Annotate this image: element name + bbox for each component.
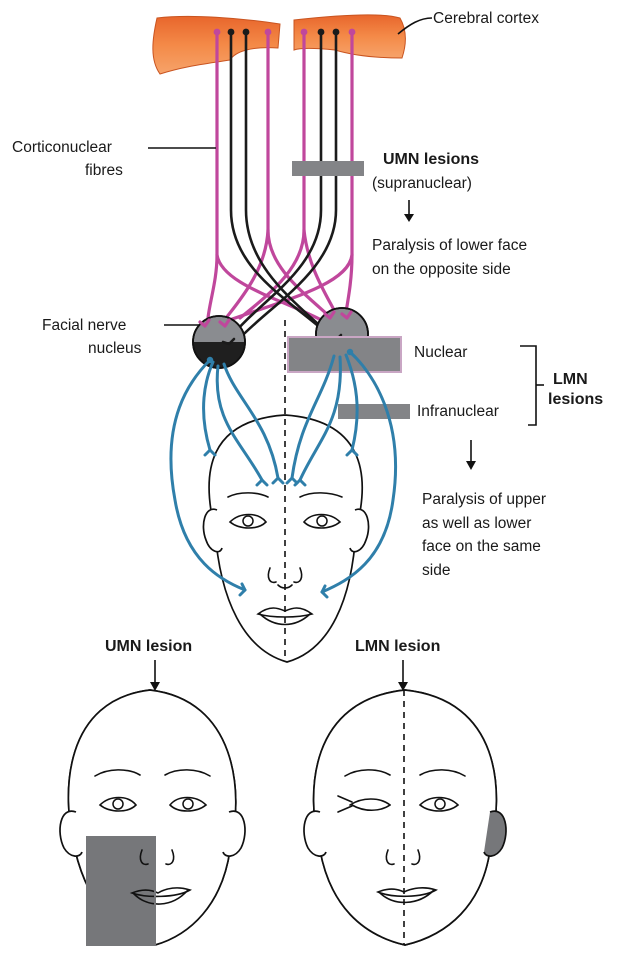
lmn-bracket (520, 346, 536, 425)
lmn-lesion-arrow (398, 660, 408, 691)
infranuclear-lesion-bar (338, 404, 410, 419)
facial-nerve-nucleus-label-line1: Facial nerve (42, 317, 126, 334)
lmn-lesions-label-line2: lesions (548, 391, 603, 408)
corticonuclear-label-line2: fibres (85, 162, 123, 179)
paralysis-same-side-line1: Paralysis of upper (422, 491, 546, 508)
lmn-lesions-label-line1: LMN (553, 371, 588, 388)
cerebral-cortex-right (294, 15, 406, 58)
umn-arrow (404, 200, 414, 222)
crossed-black-fibres (231, 32, 336, 340)
umn-lesion-label: UMN lesion (105, 638, 192, 655)
lmn-lesion-face (304, 680, 514, 956)
umn-lesion-arrow (150, 660, 160, 691)
facial-nerve-nucleus-label-line2: nucleus (88, 340, 142, 357)
infranuclear-label: Infranuclear (417, 403, 499, 420)
corticonuclear-label-line1: Corticonuclear (12, 139, 112, 156)
nuclear-label: Nuclear (414, 344, 467, 361)
umn-lesion-face (60, 690, 245, 956)
lmn-lesion-label: LMN lesion (355, 638, 440, 655)
paralysis-same-side-line2: as well as lower (422, 515, 531, 532)
umn-lesion-bar (292, 161, 364, 176)
paralysis-lower-face-line1: Paralysis of lower face (372, 237, 527, 254)
umn-lesions-label: UMN lesions (383, 151, 479, 168)
nuclear-lesion-bar (288, 337, 401, 372)
paralysis-same-side-line4: side (422, 562, 450, 579)
paralysis-lower-face-line2: on the opposite side (372, 261, 511, 278)
cerebral-cortex-label: Cerebral cortex (433, 10, 539, 27)
supranuclear-label: (supranuclear) (372, 175, 472, 192)
lmn-arrow (466, 440, 476, 470)
paralysis-same-side-line3: face on the same (422, 538, 541, 555)
corticonuclear-fibres (208, 32, 352, 325)
